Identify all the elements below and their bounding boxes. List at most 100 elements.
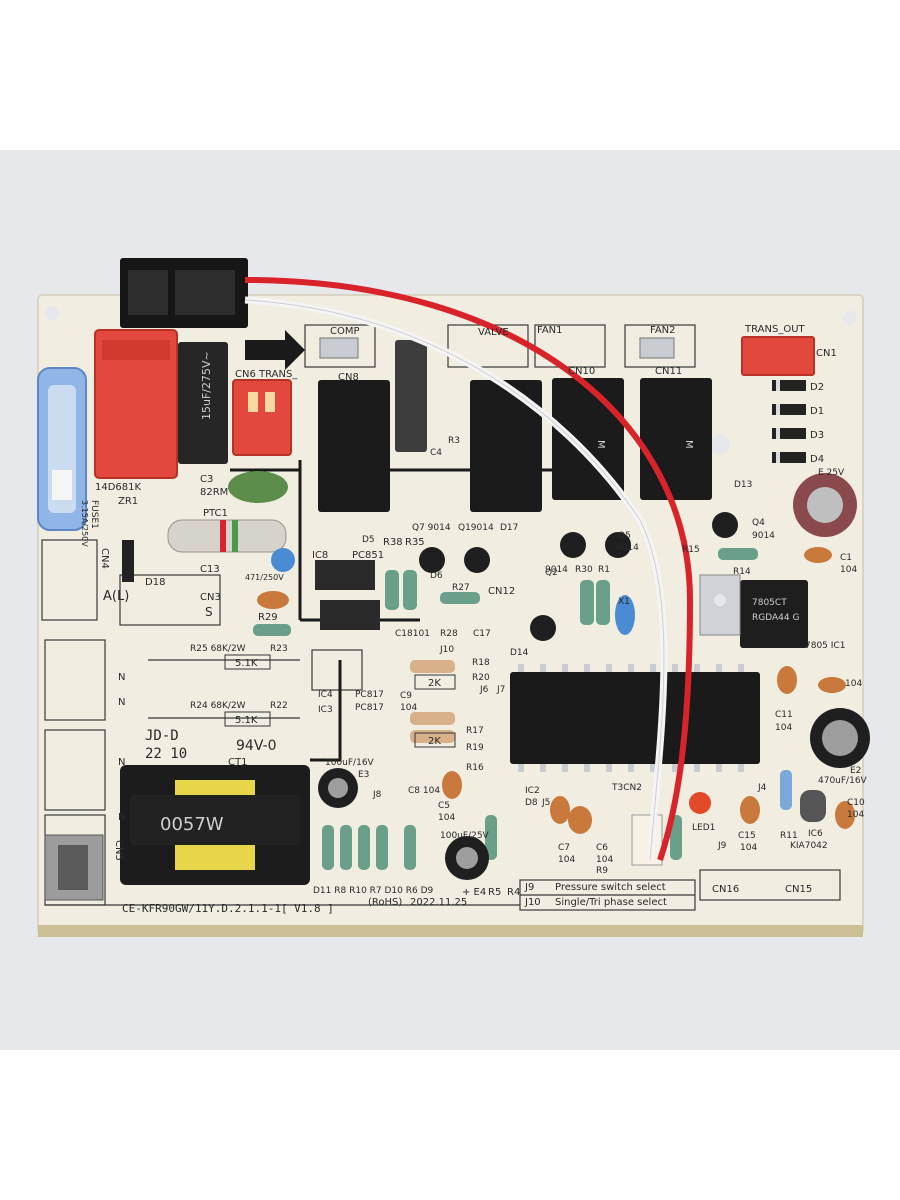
silkscreen-label: R19: [466, 743, 484, 753]
transistors: [419, 512, 738, 641]
silkscreen-label: C5: [438, 801, 450, 811]
silkscreen-label: C8 104: [408, 786, 440, 796]
silkscreen-label: R27: [452, 583, 470, 593]
silkscreen-label: M: [595, 440, 606, 449]
blue-capacitor: [271, 548, 295, 572]
silkscreen-label: J10: [524, 897, 541, 908]
silkscreen-label: R22: [270, 701, 288, 711]
silkscreen-label: E3: [358, 770, 369, 780]
silkscreen-label: J7: [496, 685, 505, 695]
silkscreen-label: R28: [440, 629, 458, 639]
silkscreen-label: D17: [500, 523, 518, 533]
silkscreen-label: C11: [775, 710, 793, 720]
silkscreen-label: R5: [488, 887, 501, 898]
silkscreen-label: T3CN2: [611, 783, 642, 793]
silkscreen-label: 104: [775, 723, 792, 733]
silkscreen-label: C9: [400, 691, 412, 701]
silkscreen-label: R4: [507, 887, 520, 898]
silkscreen-label: 470uF/16V: [818, 776, 868, 786]
silkscreen-label: 2K: [428, 678, 441, 689]
x-capacitor-label: 15uF/275V~: [200, 351, 213, 420]
cn6-connector: [232, 379, 292, 456]
silkscreen-label: FAN2: [650, 325, 676, 336]
silkscreen-label: C4: [430, 448, 442, 458]
silkscreen-label: D3: [810, 430, 824, 441]
silkscreen-label: C15: [738, 831, 756, 841]
silkscreen-label: X1: [618, 597, 630, 607]
silkscreen-label: 9014: [545, 565, 568, 575]
silkscreen-label: IC8: [312, 550, 328, 561]
silkscreen-label: 0057W: [160, 814, 224, 835]
silkscreen-label: 94V-0: [236, 738, 277, 754]
ceramic-capacitors: [442, 547, 855, 834]
silkscreen-label: R24 68K/2W: [190, 701, 246, 711]
silkscreen-label: R9: [596, 866, 608, 876]
silkscreen-label: C3: [200, 474, 213, 485]
silkscreen-label: 9014: [616, 543, 639, 553]
silkscreen-label: C1: [840, 553, 852, 563]
silkscreen-label: Q2: [545, 568, 558, 578]
silkscreen-label: 5.1K: [235, 658, 258, 669]
green-capacitor: [228, 471, 288, 503]
silkscreen-label: JD-D: [145, 728, 179, 744]
board-model: CE-KFR90GW/11Y.D.2.1.1-1[ V1.8 ]: [122, 902, 334, 915]
silkscreen-label: R35: [405, 537, 425, 548]
silkscreen-label: KIA7042: [790, 841, 828, 851]
silkscreen-label: N: [118, 812, 125, 823]
silkscreen-label: PC817: [355, 690, 384, 700]
mounting-hole: [710, 435, 730, 455]
silkscreen-label: ZR1: [118, 496, 138, 507]
silkscreen-label: N: [118, 672, 125, 683]
silkscreen-label: Q7 9014: [412, 523, 451, 533]
silkscreen-label: 471/250V: [245, 573, 284, 582]
silkscreen-label: IC4: [318, 690, 333, 700]
silkscreen-label: C10: [847, 798, 865, 808]
silkscreen-label: IC3: [318, 705, 333, 715]
microcontroller: [510, 672, 760, 764]
mounting-hole: [45, 306, 59, 320]
silkscreen-label: Q4: [752, 518, 765, 528]
c4-capacitor: [395, 340, 427, 452]
silkscreen-label: R25 68K/2W: [190, 644, 246, 654]
silkscreen-label: M: [683, 440, 694, 449]
silkscreen-label: R17: [466, 726, 484, 736]
silkscreen-label: D14: [510, 648, 529, 658]
silkscreen-label: CN10: [568, 366, 595, 377]
silkscreen-label: N: [118, 697, 125, 708]
silkscreen-label: J10: [439, 645, 454, 655]
silkscreen-label: + E4: [462, 887, 486, 898]
silkscreen-label: J5: [541, 798, 550, 808]
silkscreen-label: R38: [383, 537, 403, 548]
silkscreen-label: 104: [438, 813, 455, 823]
silkscreen-label: D13: [734, 480, 752, 490]
x-capacitor: [178, 342, 228, 464]
silkscreen-label: R29: [258, 612, 278, 623]
silkscreen-label: C6: [596, 843, 608, 853]
silkscreen-label: 14D681K: [95, 482, 142, 493]
silkscreen-label: C13: [200, 564, 220, 575]
silkscreen-label: CT1: [228, 757, 247, 768]
voltage-regulator: [740, 580, 808, 648]
silkscreen-label: D5: [362, 535, 375, 545]
silkscreen-label: R14: [733, 567, 751, 577]
silkscreen-label: R3: [448, 436, 460, 446]
silkscreen-label: 9014: [752, 531, 775, 541]
silkscreen-label: 104: [740, 843, 757, 853]
arrow-icon: [245, 330, 305, 370]
relay-valve: [470, 380, 542, 512]
silkscreen-label: Q5: [618, 531, 631, 541]
trans-out-connector: [741, 336, 815, 376]
silkscreen-label: CN6 TRANS_: [235, 369, 298, 380]
silkscreen-label: R11: [780, 831, 798, 841]
silkscreen-label: C7: [558, 843, 570, 853]
silkscreen-label: CN15: [785, 884, 812, 895]
silkscreen-label: D18: [145, 577, 165, 588]
silkscreen-label: VALVE: [478, 327, 509, 338]
silkscreen-label: IC2: [525, 786, 540, 796]
silkscreen-label: R16: [466, 763, 484, 773]
optocoupler-ic8: [315, 560, 375, 590]
silkscreen-label: 22 10: [145, 746, 187, 762]
silkscreen-label: PC851: [352, 550, 384, 561]
silkscreen-label: CN8: [338, 372, 359, 383]
